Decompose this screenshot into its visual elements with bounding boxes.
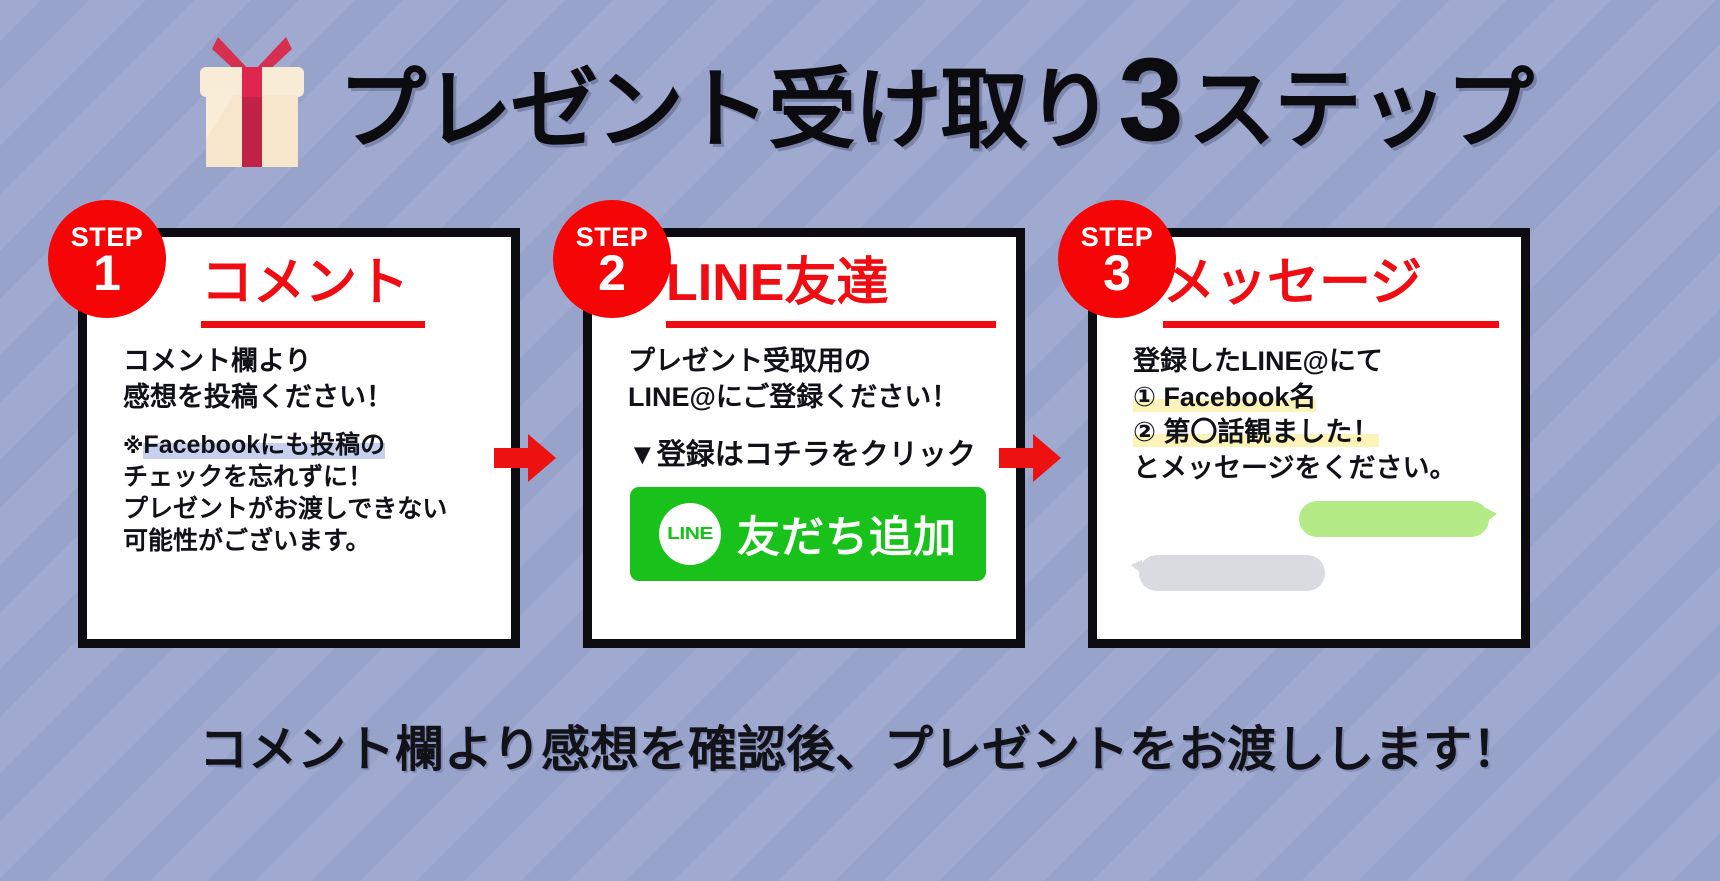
- step-card-3-inner: メッセージ 登録したLINE@にて ① Facebook名 ② 第〇話観ました！…: [1097, 237, 1521, 639]
- step-1-note: ※Facebookにも投稿の チェックを忘れずに！ プレゼントがお渡しできない …: [123, 429, 489, 557]
- chat-bubbles: [1131, 500, 1499, 597]
- line-add-friend-label: 友だち追加: [737, 514, 957, 563]
- step-3-item-1: ① Facebook名: [1133, 380, 1499, 416]
- step-2-heading-underline: [666, 321, 996, 328]
- step-badge-2-number: 2: [598, 245, 626, 301]
- step-badge-2: STEP 2: [553, 200, 671, 318]
- page-title: プレゼント受け取り 3 ステップ: [338, 34, 1534, 166]
- step-badge-3-word: STEP: [1080, 222, 1154, 252]
- footer: コメント欄より感想を確認後、プレゼントをお渡しします！: [0, 690, 1720, 800]
- step-2-body-line-2: LINE@にご登録ください！: [628, 381, 959, 412]
- step-3-item-1-text: ① Facebook名: [1133, 381, 1317, 412]
- step-badge-1: STEP 1: [48, 200, 166, 318]
- steps-row: コメント コメント欄より 感想を投稿ください！ ※Facebookにも投稿の チ…: [0, 200, 1720, 670]
- title-main-before: プレゼント受け取り: [338, 60, 1114, 159]
- step-3-item-2: ② 第〇話観ました！: [1133, 415, 1499, 451]
- note-mark: ※: [123, 435, 144, 459]
- step-1-heading: コメント: [201, 254, 410, 312]
- right-arrow-icon: [494, 432, 556, 484]
- spacer: [123, 415, 489, 429]
- line-add-friend-button[interactable]: LINE 友だち追加: [630, 487, 986, 582]
- step-badge-3: STEP 3: [1058, 200, 1176, 318]
- step-1-note-line-3: プレゼントがお渡しできない: [123, 495, 448, 524]
- gift-box-icon: [188, 29, 316, 171]
- chat-bubble-sent: [1299, 500, 1497, 537]
- step-3-item-2-text: ② 第〇話観ました！: [1133, 417, 1380, 448]
- step-badge-3-number: 3: [1103, 245, 1131, 301]
- right-arrow-icon: [999, 432, 1061, 484]
- step-2-body-line-1: プレゼント受取用の: [628, 346, 871, 376]
- step-2-click-instruction: ▼登録はコチラをクリック: [628, 439, 976, 472]
- step-card-2-inner: LINE友達 プレゼント受取用の LINE@にご登録ください！ ▼登録はコチラを…: [592, 237, 1016, 639]
- step-1-note-text-1: Facebookにも投稿の: [143, 431, 386, 460]
- line-logo-text: LINE: [667, 524, 713, 544]
- step-badge-2-word: STEP: [575, 222, 649, 252]
- step-2-body: プレゼント受取用の LINE@にご登録ください！: [628, 344, 994, 415]
- step-card-2: LINE友達 プレゼント受取用の LINE@にご登録ください！ ▼登録はコチラを…: [583, 228, 1025, 648]
- step-3-heading-underline: [1163, 321, 1499, 328]
- title-number: 3: [1118, 34, 1184, 166]
- step-card-3: メッセージ 登録したLINE@にて ① Facebook名 ② 第〇話観ました！…: [1088, 228, 1530, 648]
- step-1-note-line-4: 可能性がございます。: [123, 527, 371, 556]
- title-main-after: ステップ: [1187, 60, 1534, 159]
- step-3-closing: とメッセージをください。: [1133, 452, 1457, 483]
- step-1-body-line-2: 感想を投稿ください！: [123, 381, 393, 412]
- chat-bubble-received: [1131, 554, 1325, 591]
- step-3-heading: メッセージ: [1163, 254, 1422, 312]
- step-1-body-line-1: コメント欄より: [123, 346, 312, 376]
- footer-text: コメント欄より感想を確認後、プレゼントをお渡しします！: [198, 722, 1522, 777]
- step-badge-1-word: STEP: [70, 222, 144, 252]
- step-1-note-line-2: チェックを忘れずに！: [123, 463, 374, 492]
- step-1-note-line-1: ※Facebookにも投稿の: [123, 429, 489, 461]
- step-3-body: 登録したLINE@にて ① Facebook名 ② 第〇話観ました！ とメッセー…: [1133, 344, 1499, 487]
- step-2-heading: LINE友達: [666, 254, 889, 312]
- step-1-body: コメント欄より 感想を投稿ください！ ※Facebookにも投稿の チェックを忘…: [123, 344, 489, 557]
- step-3-body-line-1: 登録したLINE@にて: [1133, 346, 1383, 376]
- step-badge-1-number: 1: [93, 245, 121, 301]
- step-card-1-inner: コメント コメント欄より 感想を投稿ください！ ※Facebookにも投稿の チ…: [87, 237, 511, 639]
- step-card-1: コメント コメント欄より 感想を投稿ください！ ※Facebookにも投稿の チ…: [78, 228, 520, 648]
- header: プレゼント受け取り 3 ステップ: [0, 20, 1720, 180]
- step-1-heading-underline: [201, 321, 425, 328]
- line-logo-icon: LINE: [659, 503, 721, 566]
